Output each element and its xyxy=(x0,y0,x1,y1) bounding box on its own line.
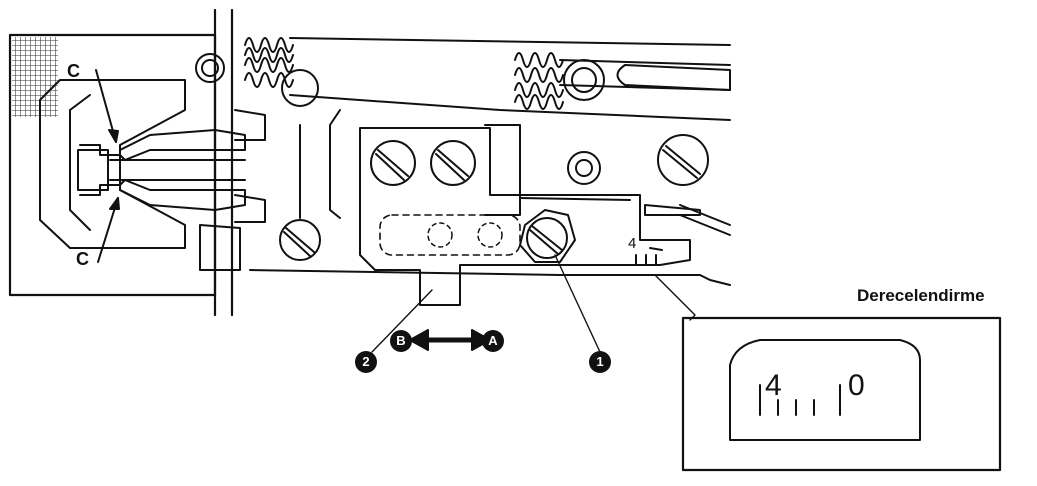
adjusting-screw xyxy=(519,209,576,263)
washer xyxy=(567,151,601,185)
adjustment-plate xyxy=(249,127,731,306)
screw xyxy=(370,140,416,186)
direction-a-badge: A xyxy=(482,330,504,352)
screw xyxy=(430,140,476,186)
label-c-top: C xyxy=(67,61,80,81)
top-plates xyxy=(199,37,731,271)
lower-spring xyxy=(514,52,564,110)
direction-b-badge: B xyxy=(390,330,412,352)
part-2-badge: 2 xyxy=(355,351,377,373)
graduation-label: Derecelendirme xyxy=(857,286,985,305)
screw xyxy=(657,134,709,186)
plate-scale-mark: 4 xyxy=(628,235,636,252)
left-body xyxy=(8,33,217,297)
direction-arrow xyxy=(409,329,491,351)
upper-spring xyxy=(195,37,294,88)
label-c-bottom: C xyxy=(76,249,89,269)
inset-scale-right-mark: 0 xyxy=(848,369,865,402)
screw xyxy=(279,219,321,261)
graduation-inset xyxy=(681,316,1002,472)
c-dimension-arrows xyxy=(95,69,120,263)
small-scale xyxy=(635,204,731,266)
tension-finger xyxy=(77,129,246,211)
part-1-badge: 1 xyxy=(589,351,611,373)
inset-scale-left-mark: 4 xyxy=(765,369,782,402)
